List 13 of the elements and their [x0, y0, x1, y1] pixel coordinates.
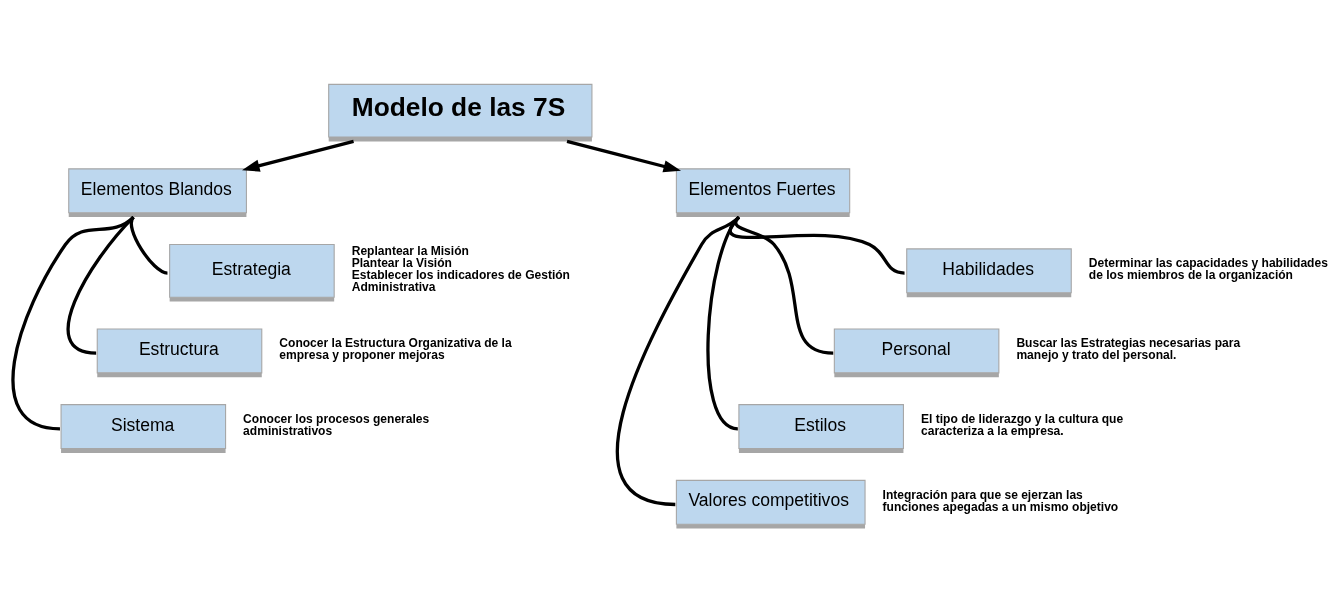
- node-label: Conocer la Estructura Organizativa de la empresa y proponer mejoras: [279, 336, 512, 363]
- node-label: El tipo de liderazgo y la cultura que caracteriza a la empresa.: [920, 412, 1124, 439]
- connector: [11, 215, 135, 431]
- node-label: Conocer los procesos generales administrativos: [243, 412, 430, 439]
- node-label: Establecer los indicadores de Gestión Administrativa: [351, 268, 570, 295]
- arrow: [566, 139, 682, 173]
- connector: [129, 216, 168, 275]
- node-label: Buscar las Estrategias necesarias para manejo y trato del personal.: [1016, 336, 1241, 363]
- node-label: Integración para que se ejerzan las funciones apegadas a un mismo objetivo: [882, 487, 1119, 514]
- node-label: Determinar las capacidades y habilidades de los miembros de la organización: [1088, 256, 1328, 283]
- node-label: Replantear la Misión: [351, 244, 469, 259]
- connector: [616, 215, 740, 507]
- arrow: [242, 139, 354, 172]
